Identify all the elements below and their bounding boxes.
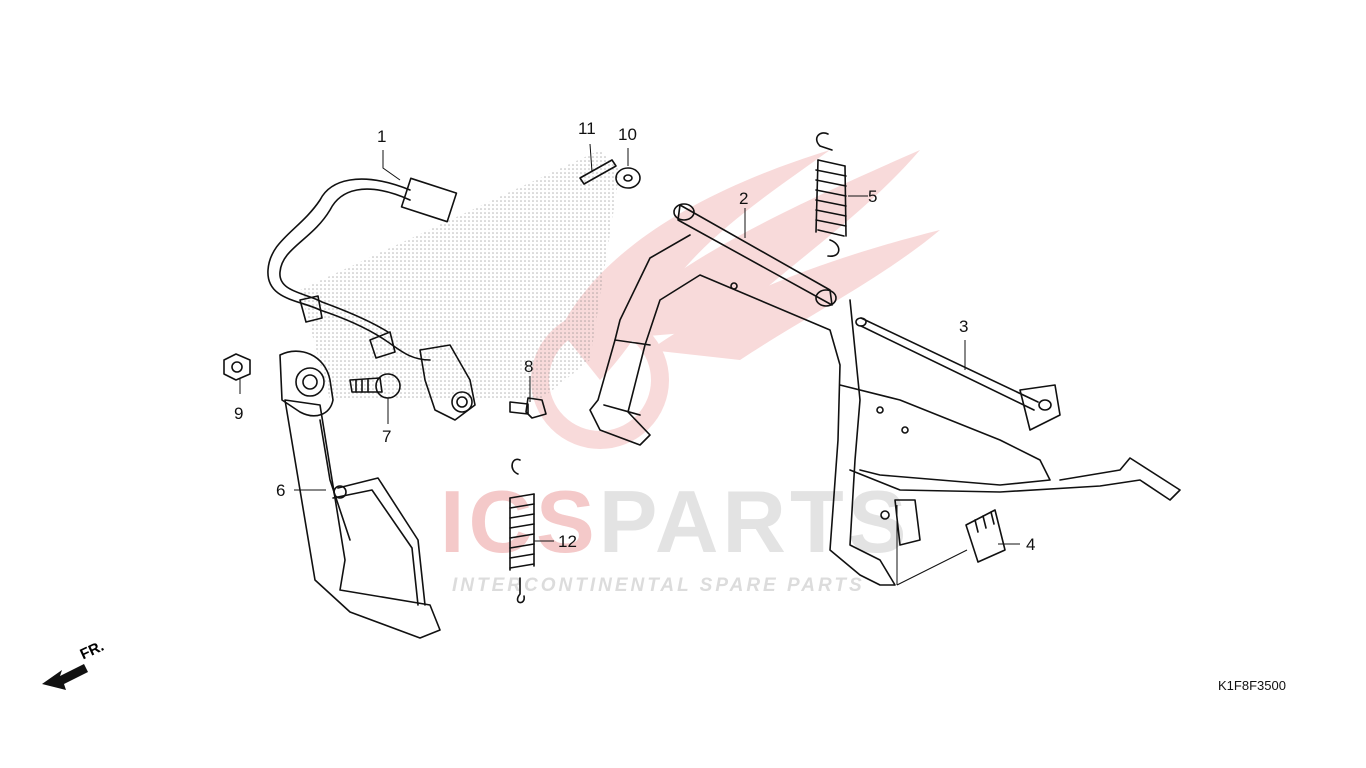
callout-7: 7 [382,427,392,446]
part-11-cotter-pin [579,159,617,185]
part-8-bolt [509,397,547,419]
callout-6: 6 [276,481,286,500]
part-4-stopper [965,509,1006,563]
callout-5: 5 [868,187,878,206]
callout-10: 10 [618,125,637,144]
watermark-brand-part1: ICS [440,472,599,571]
leader-lines [239,143,1020,586]
part-5-spring [815,132,847,257]
watermark-brand-part2: PARTS [598,472,911,571]
watermark-tagline: INTERCONTINENTAL SPARE PARTS [452,575,865,596]
part-1-sensor-harness [267,177,476,421]
diagram-code: K1F8F3500 [1218,678,1286,693]
callout-2: 2 [739,189,749,208]
part-10-washer [615,167,641,189]
part-2-main-stand [589,203,1181,586]
callout-8: 8 [524,357,534,376]
part-3-pivot-shaft [855,317,1061,431]
callout-11: 11 [578,119,596,138]
front-direction-arrow-icon [42,664,88,690]
part-12-spring [509,458,535,604]
callout-9: 9 [234,404,244,423]
callout-1: 1 [377,127,387,146]
callout-12: 12 [558,532,577,551]
callout-4: 4 [1026,535,1036,554]
callout-3: 3 [959,317,969,336]
watermark-brand: ICSPARTS [440,478,910,566]
part-9-nut [223,353,251,381]
part-6-stand-arm [279,350,441,639]
